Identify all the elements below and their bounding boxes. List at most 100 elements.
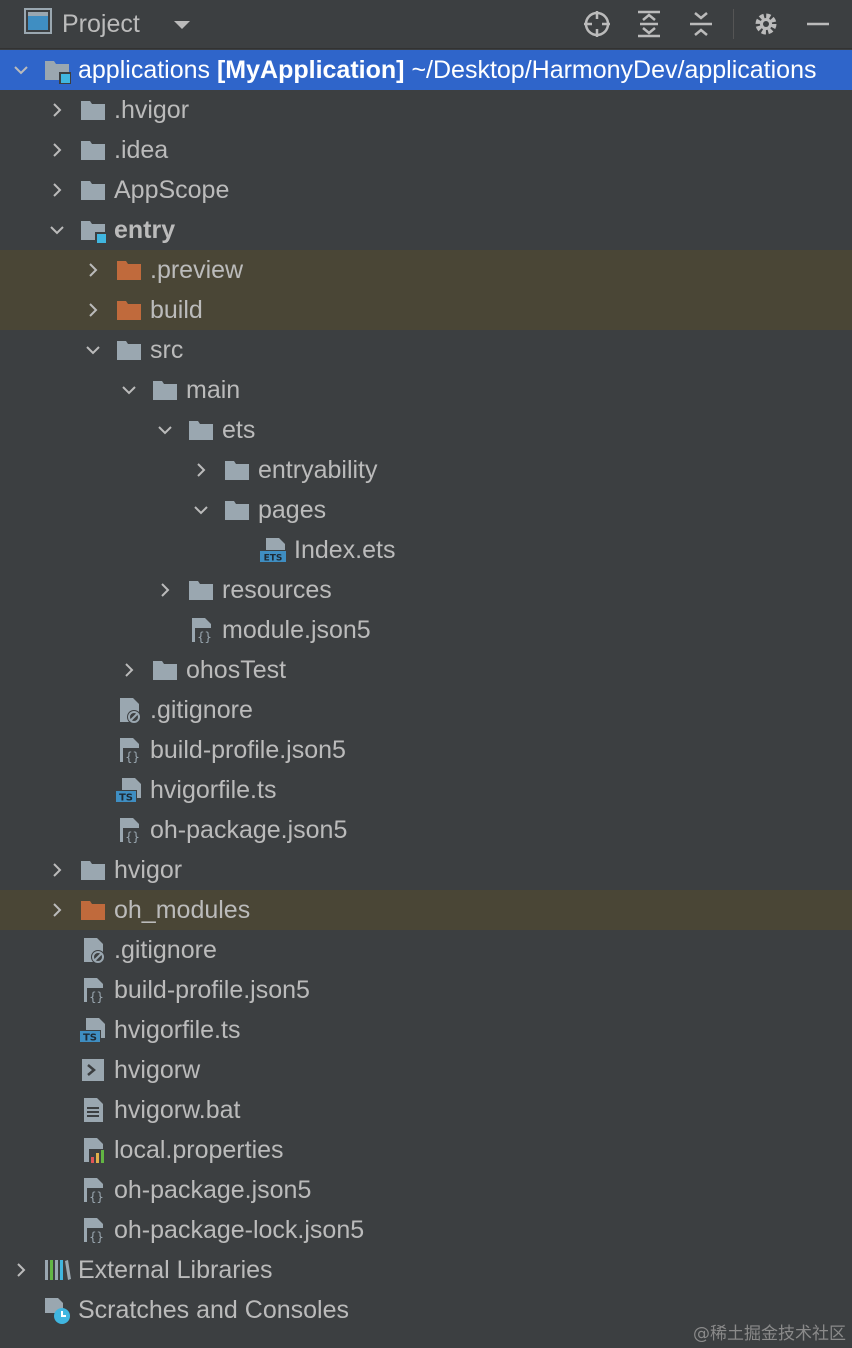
folder-icon xyxy=(78,135,108,165)
folder-icon xyxy=(150,375,180,405)
module-folder-icon xyxy=(78,215,108,245)
chevron-right-icon[interactable] xyxy=(80,250,106,290)
tree-node-ets[interactable]: ets xyxy=(0,410,852,450)
root-project: [MyApplication] xyxy=(216,56,405,84)
tree-node-entryability[interactable]: entryability xyxy=(0,450,852,490)
node-label: hvigorw.bat xyxy=(114,1096,241,1124)
node-label: .hvigor xyxy=(114,96,190,124)
collapse-all-icon[interactable] xyxy=(675,4,727,44)
chevron-down-icon[interactable] xyxy=(44,210,70,250)
gear-icon[interactable] xyxy=(740,4,792,44)
tree-node-src[interactable]: src xyxy=(0,330,852,370)
ts-file-icon xyxy=(78,1015,108,1045)
tree-node-entry-oh-package[interactable]: oh-package.json5 xyxy=(0,810,852,850)
folder-icon xyxy=(78,175,108,205)
project-view-selector[interactable]: Project xyxy=(24,6,192,42)
tree-node-hvigorw-bat[interactable]: hvigorw.bat xyxy=(0,1090,852,1130)
chevron-down-icon[interactable] xyxy=(152,410,178,450)
node-label: pages xyxy=(258,496,327,524)
chevron-right-icon[interactable] xyxy=(44,890,70,930)
chevron-right-icon[interactable] xyxy=(44,850,70,890)
node-label: resources xyxy=(222,576,332,604)
minimize-icon[interactable] xyxy=(792,4,844,44)
tree-node-build-profile[interactable]: build-profile.json5 xyxy=(0,970,852,1010)
tree-spacer xyxy=(80,770,106,810)
tree-node-ohostest[interactable]: ohosTest xyxy=(0,650,852,690)
tree-spacer xyxy=(44,970,70,1010)
tree-node-index-ets[interactable]: Index.ets xyxy=(0,530,852,570)
root-path: ~/Desktop/HarmonyDev/applications xyxy=(411,56,817,84)
folder-icon xyxy=(78,855,108,885)
tree-node-resources[interactable]: resources xyxy=(0,570,852,610)
tree-node-hvigorw[interactable]: hvigorw xyxy=(0,1050,852,1090)
chevron-down-icon[interactable] xyxy=(8,50,34,90)
chevron-right-icon[interactable] xyxy=(8,1250,34,1290)
tree-node-entry[interactable]: entry xyxy=(0,210,852,250)
chevron-down-icon[interactable] xyxy=(80,330,106,370)
tree-node-oh-modules[interactable]: oh_modules xyxy=(0,890,852,930)
root-name: applications xyxy=(78,56,211,84)
node-label: build-profile.json5 xyxy=(150,736,346,764)
tree-node-entry-gitignore[interactable]: .gitignore xyxy=(0,690,852,730)
tree-node-gitignore[interactable]: .gitignore xyxy=(0,930,852,970)
tree-node-build[interactable]: build xyxy=(0,290,852,330)
chevron-down-icon[interactable] xyxy=(172,10,192,39)
project-view-icon xyxy=(24,7,52,41)
text-file-icon xyxy=(78,1095,108,1125)
node-label: ets xyxy=(222,416,256,444)
tree-node-preview[interactable]: .preview xyxy=(0,250,852,290)
tree-node-appscope[interactable]: AppScope xyxy=(0,170,852,210)
tree-node-idea[interactable]: .idea xyxy=(0,130,852,170)
properties-file-icon xyxy=(78,1135,108,1165)
chevron-down-icon[interactable] xyxy=(116,370,142,410)
node-label: module.json5 xyxy=(222,616,371,644)
tree-node-root[interactable]: applications [MyApplication] ~/Desktop/H… xyxy=(0,50,852,90)
tree-node-pages[interactable]: pages xyxy=(0,490,852,530)
tree-spacer xyxy=(44,930,70,970)
module-folder-icon xyxy=(42,55,72,85)
node-label: hvigorfile.ts xyxy=(114,1016,241,1044)
tree-node-entry-build-profile[interactable]: build-profile.json5 xyxy=(0,730,852,770)
chevron-right-icon[interactable] xyxy=(80,290,106,330)
tree-node-scratches[interactable]: Scratches and Consoles xyxy=(0,1290,852,1330)
tree-node-oh-package[interactable]: oh-package.json5 xyxy=(0,1170,852,1210)
chevron-right-icon[interactable] xyxy=(44,90,70,130)
chevron-right-icon[interactable] xyxy=(44,170,70,210)
project-tree: applications [MyApplication] ~/Desktop/H… xyxy=(0,50,852,1330)
folder-icon xyxy=(186,575,216,605)
expand-all-icon[interactable] xyxy=(623,4,675,44)
json-file-icon xyxy=(78,1215,108,1245)
chevron-right-icon[interactable] xyxy=(152,570,178,610)
chevron-right-icon[interactable] xyxy=(116,650,142,690)
chevron-right-icon[interactable] xyxy=(188,450,214,490)
node-label: hvigorfile.ts xyxy=(150,776,277,804)
tree-node-hvigorfile[interactable]: hvigorfile.ts xyxy=(0,1010,852,1050)
tree-spacer xyxy=(44,1090,70,1130)
chevron-down-icon[interactable] xyxy=(188,490,214,530)
node-label: ohosTest xyxy=(186,656,287,684)
json-file-icon xyxy=(114,735,144,765)
tree-node-hvigor[interactable]: hvigor xyxy=(0,850,852,890)
tree-node-local-properties[interactable]: local.properties xyxy=(0,1130,852,1170)
chevron-right-icon[interactable] xyxy=(44,130,70,170)
tree-spacer xyxy=(44,1170,70,1210)
tree-node-hvigor-dir[interactable]: .hvigor xyxy=(0,90,852,130)
tree-node-external-libraries[interactable]: External Libraries xyxy=(0,1250,852,1290)
toolbar-separator xyxy=(733,9,734,39)
tree-node-entry-hvigorfile[interactable]: hvigorfile.ts xyxy=(0,770,852,810)
tree-node-oh-package-lock[interactable]: oh-package-lock.json5 xyxy=(0,1210,852,1250)
excluded-folder-icon xyxy=(78,895,108,925)
json-file-icon xyxy=(78,975,108,1005)
locate-icon[interactable] xyxy=(571,4,623,44)
tree-spacer xyxy=(8,1290,34,1330)
project-toolbar: Project xyxy=(0,0,852,49)
node-label: oh-package.json5 xyxy=(114,1176,312,1204)
tree-spacer xyxy=(152,610,178,650)
node-label: .gitignore xyxy=(114,936,217,964)
tree-node-module-json5[interactable]: module.json5 xyxy=(0,610,852,650)
tree-spacer xyxy=(44,1130,70,1170)
tree-node-main[interactable]: main xyxy=(0,370,852,410)
tree-spacer xyxy=(80,690,106,730)
tree-spacer xyxy=(224,530,250,570)
ets-file-icon xyxy=(258,535,288,565)
